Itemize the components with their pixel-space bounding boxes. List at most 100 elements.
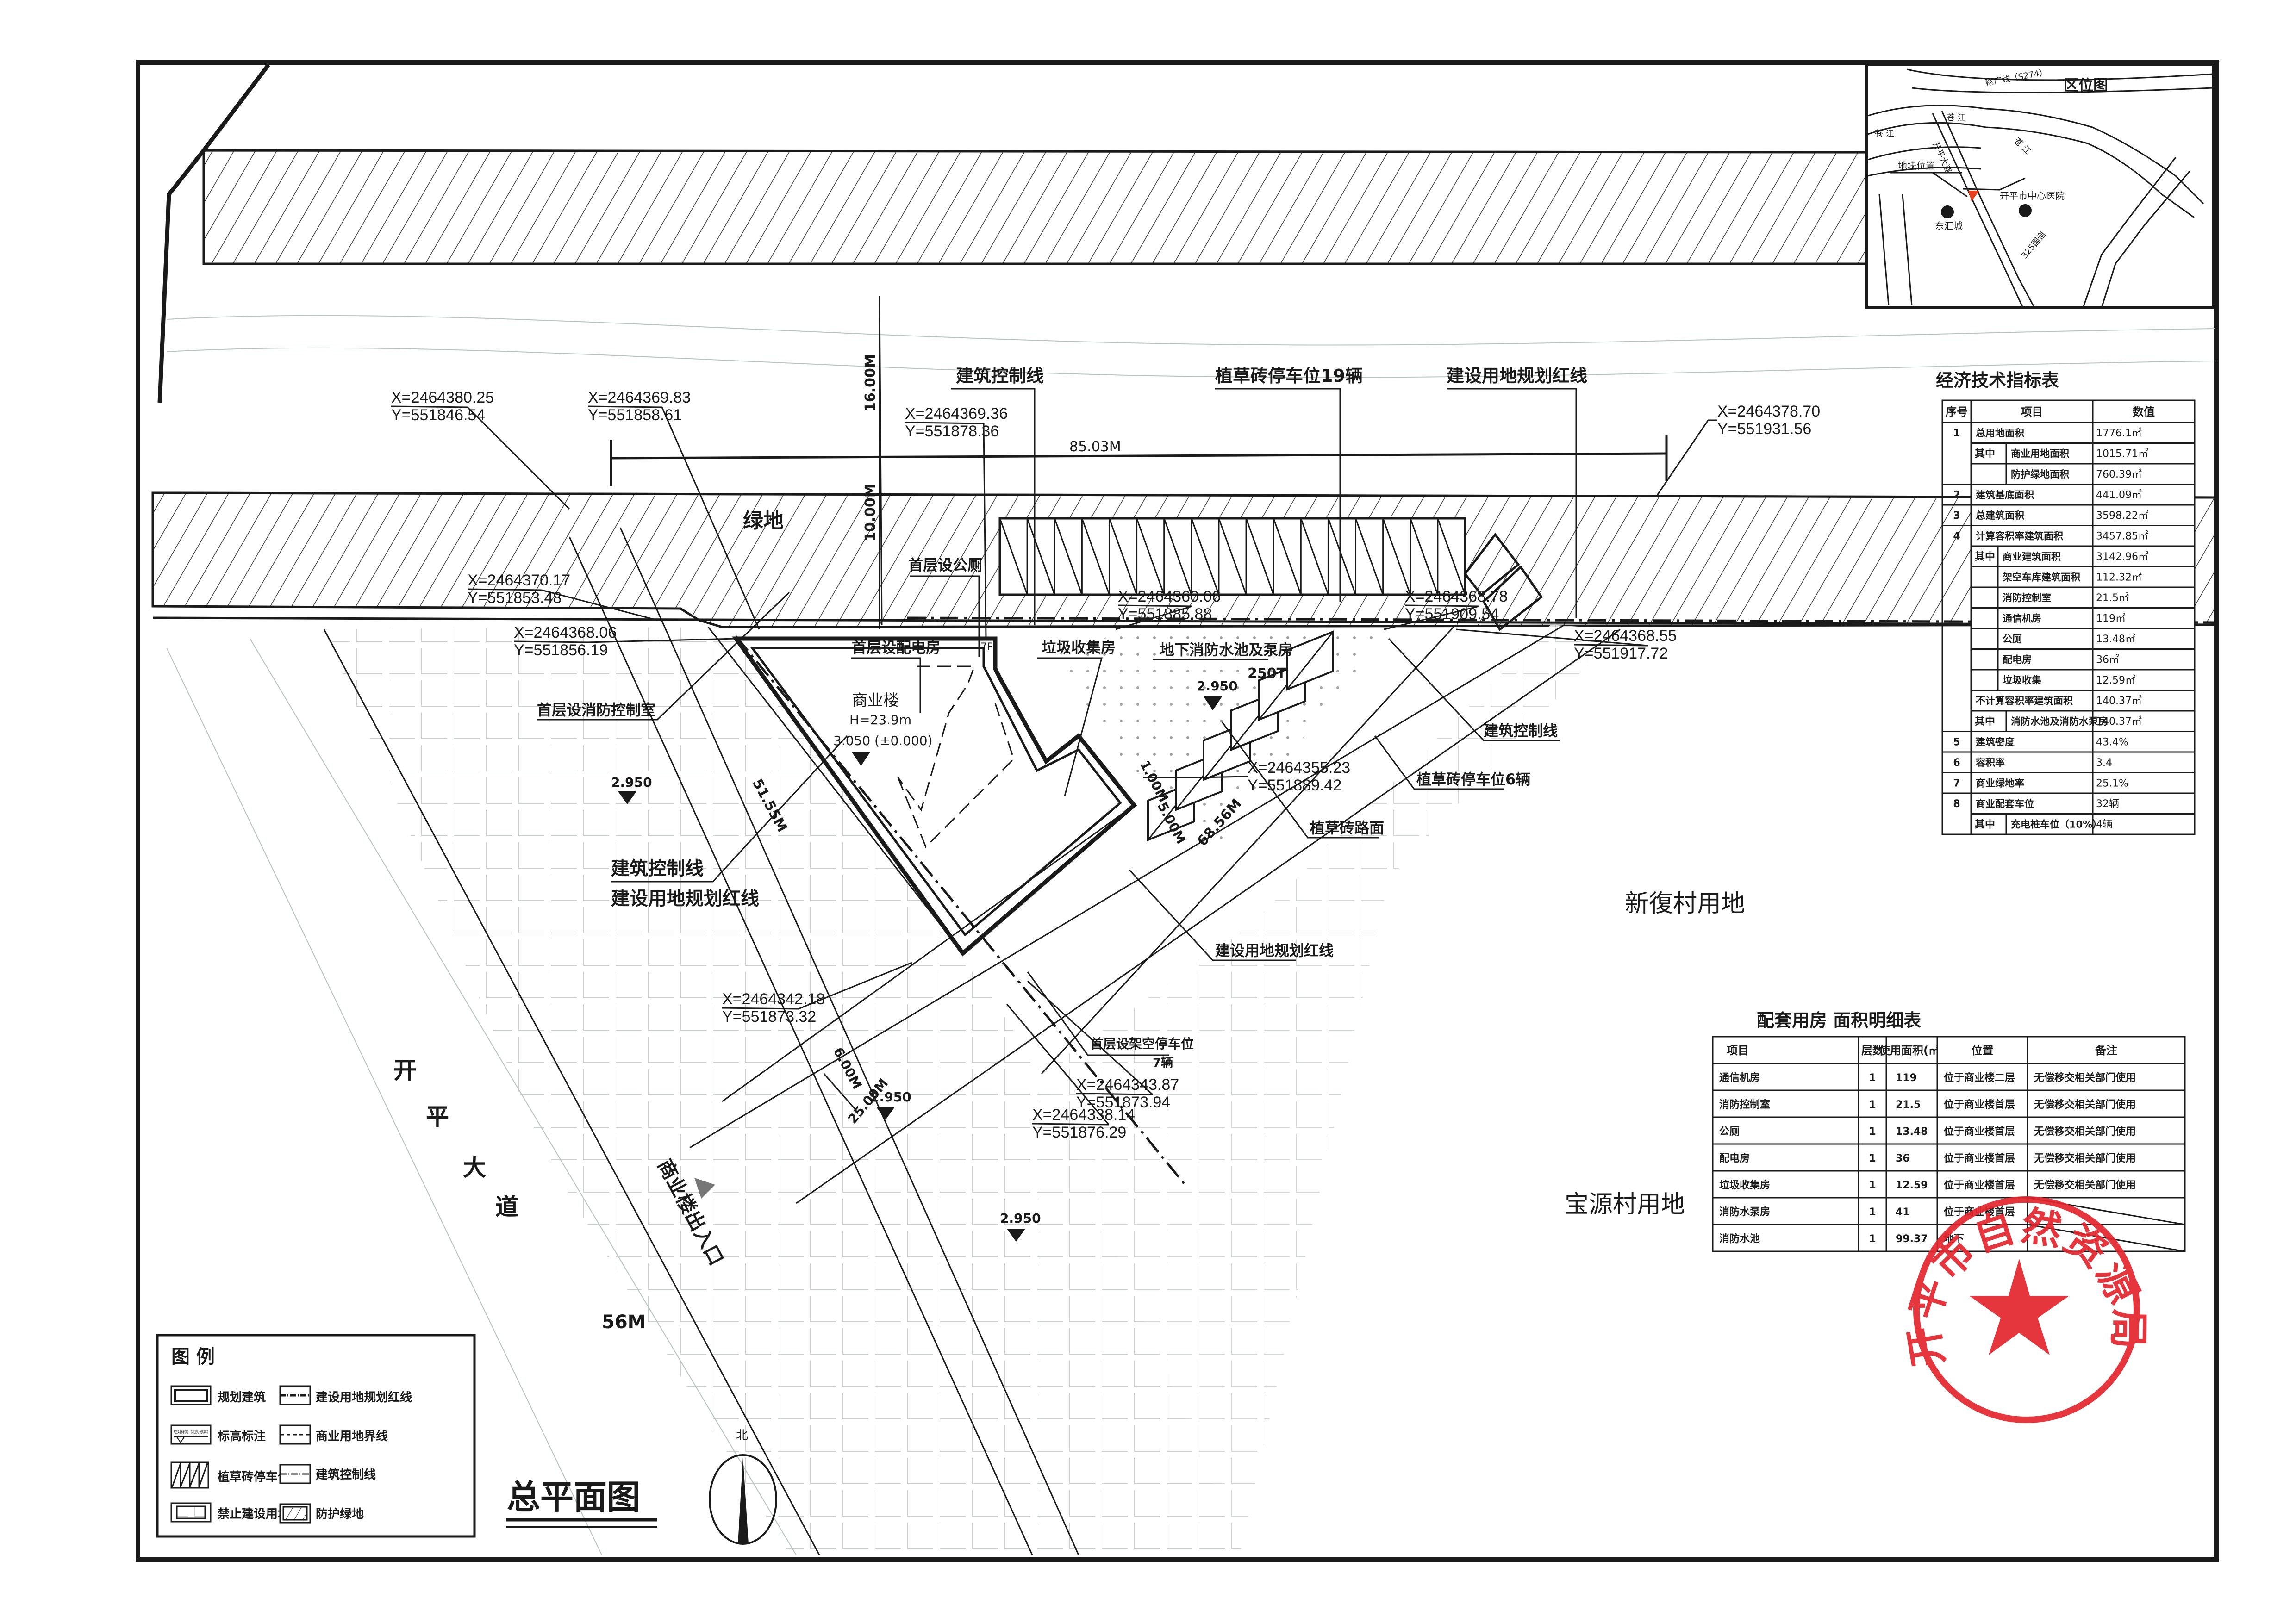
svg-text:3142.96㎡: 3142.96㎡ [2096, 551, 2148, 563]
svg-text:X=2464378.70: X=2464378.70 [1717, 403, 1820, 420]
parking-bay-diagonal [1163, 518, 1192, 595]
svg-text:防护绿地: 防护绿地 [316, 1507, 364, 1521]
no-build-zone-west [324, 627, 1241, 1550]
svg-text:使用面积(㎡): 使用面积(㎡) [1878, 1044, 1945, 1057]
callout-red-line-s: 建设用地规划红线 [1215, 942, 1334, 959]
svg-text:X=2464369.83: X=2464369.83 [588, 389, 691, 406]
svg-text:总用地面积: 总用地面积 [1976, 428, 2024, 439]
svg-text:13.48: 13.48 [1896, 1126, 1928, 1138]
elevation-mark: 2.950 [1197, 678, 1238, 710]
neighbor-land-xinfu: 新復村用地 [1625, 890, 1745, 918]
legend-item-commercial-boundary: 商业用地界线 [279, 1424, 388, 1445]
svg-text:Y=551931.56: Y=551931.56 [1717, 420, 1811, 438]
neighbor-land-baoyuan: 宝源村用地 [1565, 1191, 1685, 1219]
svg-text:容积率: 容积率 [1976, 757, 2005, 768]
svg-text:Y=551846.54: Y=551846.54 [391, 406, 485, 424]
parking-bay-diagonal [1109, 518, 1138, 595]
svg-text:2.950: 2.950 [1197, 678, 1238, 694]
facilities-title: 配套用房 面积明细表 [1757, 1010, 1921, 1031]
svg-text:X=2464368.78: X=2464368.78 [1405, 588, 1508, 605]
parking-bay-diagonal [1191, 518, 1220, 595]
building-name: 商业楼 [852, 691, 899, 710]
svg-text:消防水池及消防水泵房: 消防水池及消防水泵房 [2011, 716, 2108, 727]
svg-text:X=2464343.87: X=2464343.87 [1076, 1076, 1179, 1094]
svg-text:X=2464338.14: X=2464338.14 [1032, 1106, 1135, 1124]
indicators-title: 经济技术指标表 [1936, 370, 2059, 391]
site-west-boundary-top [157, 63, 270, 403]
callout-fire-control: 首层设消防控制室 [537, 701, 655, 719]
svg-text:公厕: 公厕 [1719, 1126, 1740, 1138]
star-icon [1969, 1259, 2069, 1355]
svg-text:X=2464342.18: X=2464342.18 [722, 990, 825, 1008]
callout-distribution-room: 首层设配电房 [852, 639, 941, 656]
svg-text:消防水泵房: 消防水泵房 [1719, 1206, 1770, 1218]
parking-bay-diagonal [1327, 518, 1356, 595]
svg-text:垃圾收集房: 垃圾收集房 [1719, 1179, 1770, 1191]
svg-text:Y=551858.61: Y=551858.61 [588, 406, 682, 424]
location-site-label: 地块位置 [1898, 160, 1935, 171]
svg-text:Y=551873.94: Y=551873.94 [1076, 1094, 1170, 1111]
svg-text:41: 41 [1896, 1206, 1910, 1218]
coordinate-label: X=2464355.23Y=551889.42 [1143, 759, 1350, 794]
svg-text:3598.22㎡: 3598.22㎡ [2096, 510, 2148, 522]
green-label: 绿地 [743, 509, 784, 533]
facilities-header-row: 项目层数使用面积(㎡)位置备注 [1712, 1036, 2186, 1064]
svg-text:北: 北 [736, 1429, 748, 1443]
parking-bay-diagonal [1355, 518, 1384, 595]
svg-text:无偿移交相关部门使用: 无偿移交相关部门使用 [2034, 1179, 2136, 1191]
svg-text:3: 3 [1953, 510, 1960, 522]
svg-text:4: 4 [1953, 531, 1960, 542]
svg-text:1776.1㎡: 1776.1㎡ [2096, 427, 2142, 439]
location-map: 区位图 地块位置 稔广线（S274） 苍 江 苍 江 苍 江 开平大道 325国… [1865, 63, 2215, 309]
svg-text:25.1%: 25.1% [2096, 778, 2128, 790]
road-name-char: 道 [495, 1194, 518, 1220]
parking-bay-diagonal [1218, 518, 1247, 595]
callout-control-line-se: 建筑控制线 [1484, 722, 1558, 740]
svg-text:建筑控制线: 建筑控制线 [316, 1468, 376, 1482]
svg-text:商业用地界线: 商业用地界线 [316, 1429, 388, 1443]
svg-text:项目: 项目 [1727, 1044, 1749, 1057]
svg-text:位置: 位置 [1972, 1044, 1994, 1057]
legend: 图 例 规划建筑 建设用地规划红线 绝对标高（相对标高） 标高标注 商业用地界线 [156, 1334, 476, 1538]
svg-text:Y=551878.36: Y=551878.36 [905, 423, 999, 440]
svg-text:通信机房: 通信机房 [2003, 613, 2041, 624]
svg-text:位于商业楼首层: 位于商业楼首层 [1944, 1179, 2015, 1191]
svg-text:其中: 其中 [1975, 551, 1995, 563]
callout-public-toilet: 首层设公厕 [908, 556, 982, 574]
svg-text:X=2464380.25: X=2464380.25 [391, 389, 494, 406]
callout-grass-paving: 植草砖路面 [1310, 819, 1384, 837]
parking-bay-diagonal [1300, 518, 1329, 595]
svg-text:计算容积率建筑面积: 计算容积率建筑面积 [1976, 531, 2063, 542]
svg-text:8: 8 [1953, 798, 1960, 810]
svg-text:商业用地面积: 商业用地面积 [2011, 448, 2069, 460]
svg-text:12.59: 12.59 [1896, 1180, 1928, 1191]
svg-text:通信机房: 通信机房 [1719, 1072, 1760, 1084]
svg-text:植草砖停车位: 植草砖停车位 [218, 1470, 290, 1484]
svg-text:21.5: 21.5 [1896, 1099, 1921, 1111]
svg-text:2.950: 2.950 [1000, 1211, 1041, 1226]
coordinate-label: X=2464368.78Y=551909.54 [1384, 588, 1508, 630]
dim-85m: 85.03M [1069, 439, 1121, 455]
legend-item-red-line: 建设用地规划红线 [279, 1385, 412, 1405]
svg-text:位于商业楼首层: 位于商业楼首层 [1944, 1099, 2015, 1111]
svg-text:7: 7 [1953, 778, 1960, 790]
svg-text:21.5㎡: 21.5㎡ [2096, 592, 2129, 604]
svg-text:商业建筑面积: 商业建筑面积 [2003, 551, 2061, 562]
svg-text:1: 1 [1869, 1153, 1876, 1164]
svg-text:Y=551853.48: Y=551853.48 [468, 589, 562, 607]
location-map-title: 区位图 [2064, 76, 2108, 94]
svg-text:1: 1 [1869, 1099, 1876, 1111]
svg-text:位于商业楼首层: 位于商业楼首层 [1944, 1152, 2015, 1164]
callout-garbage-room: 垃圾收集房 [1042, 639, 1116, 656]
coordinate-label: X=2464370.17Y=551853.48 [467, 572, 658, 621]
legend-item-control-line: 建筑控制线 [279, 1464, 376, 1484]
